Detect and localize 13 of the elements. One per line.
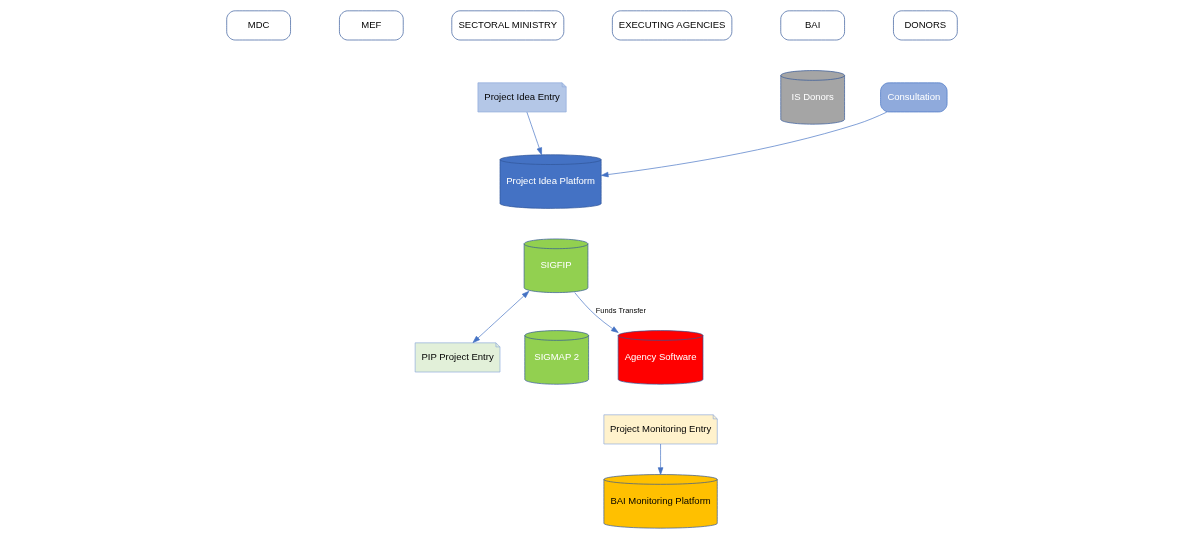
node-box: MDC bbox=[226, 10, 291, 41]
node-box: SECTORAL MINISTRY bbox=[451, 10, 565, 41]
arrow bbox=[472, 291, 530, 343]
node-box: BAI bbox=[780, 10, 845, 41]
node-box: EXECUTING AGENCIES bbox=[612, 10, 733, 41]
node-box: Consultation bbox=[880, 82, 948, 113]
arrow bbox=[601, 111, 888, 178]
arrow bbox=[526, 111, 542, 156]
node-box: MEF bbox=[339, 10, 404, 41]
edge-label: Funds Transfer bbox=[595, 306, 646, 316]
arrow bbox=[574, 292, 619, 333]
arrow bbox=[657, 443, 664, 475]
node-box: DONORS bbox=[893, 10, 958, 41]
